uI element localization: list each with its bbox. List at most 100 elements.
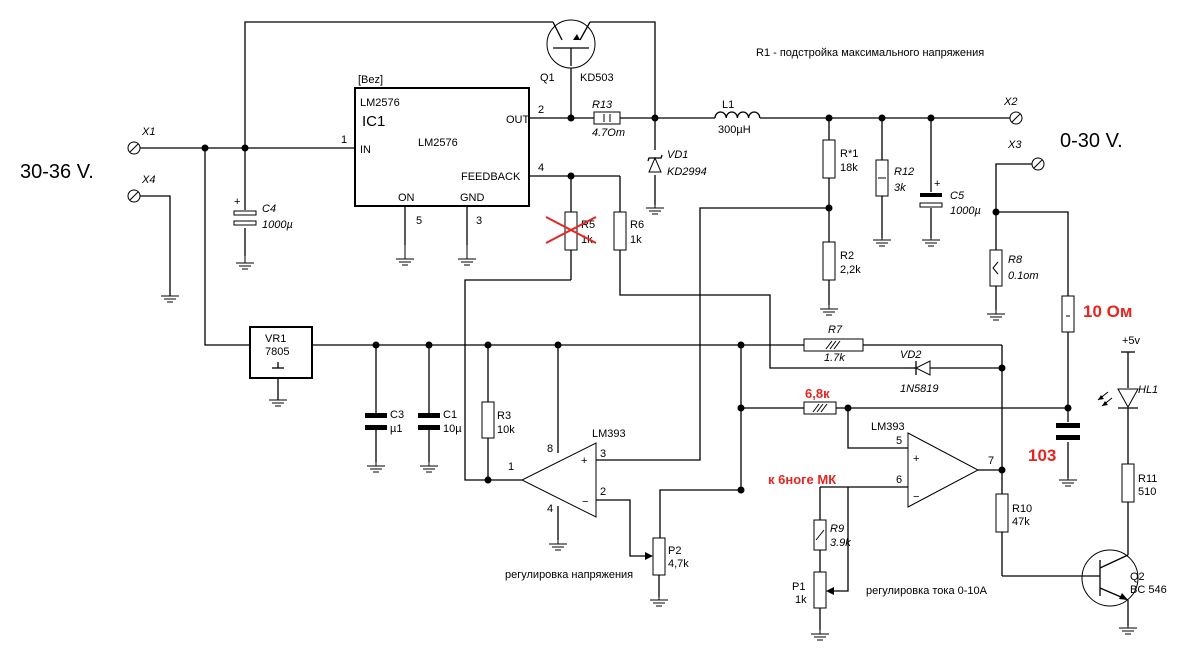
svg-text:R7: R7 bbox=[828, 324, 843, 336]
svg-text:X1: X1 bbox=[141, 126, 155, 138]
svg-text:4,7k: 4,7k bbox=[668, 558, 689, 570]
svg-text:−: − bbox=[582, 496, 588, 508]
svg-text:3: 3 bbox=[600, 448, 606, 460]
svg-text:P1: P1 bbox=[792, 581, 805, 593]
svg-text:1000µ: 1000µ bbox=[262, 219, 293, 231]
svg-text:5: 5 bbox=[896, 435, 902, 447]
svg-text:10µ: 10µ bbox=[443, 423, 462, 435]
svg-text:R6: R6 bbox=[630, 219, 644, 231]
svg-text:+: + bbox=[234, 196, 240, 208]
svg-text:7805: 7805 bbox=[265, 346, 289, 358]
svg-text:R*1: R*1 bbox=[840, 148, 858, 160]
r5-resistor-removed: R5 1k bbox=[545, 211, 597, 251]
svg-text:OUT: OUT bbox=[506, 114, 530, 126]
svg-text:R2: R2 bbox=[840, 250, 854, 262]
r1-note: R1 - подстройка максимального напряжения bbox=[756, 47, 984, 59]
r6-resistor: R6 1k bbox=[613, 211, 644, 251]
input-voltage-label: 30-36 V. bbox=[20, 161, 94, 183]
svg-text:+: + bbox=[581, 455, 587, 467]
svg-text:BC 546: BC 546 bbox=[1130, 584, 1167, 596]
svg-text:7: 7 bbox=[988, 455, 994, 467]
svg-text:L1: L1 bbox=[722, 99, 734, 111]
q2-transistor: Q2 BC 546 bbox=[1080, 549, 1167, 607]
c1-capacitor: C1 10µ bbox=[418, 409, 462, 435]
svg-text:C3: C3 bbox=[390, 409, 404, 421]
r3-resistor: R3 10k bbox=[481, 401, 515, 439]
svg-text:Q2: Q2 bbox=[1130, 571, 1145, 583]
c5-capacitor: + C5 1000µ bbox=[919, 178, 981, 217]
svg-text:10 Ом: 10 Ом bbox=[1083, 302, 1132, 321]
ic1-lm2576: [Bez] LM2576 IC1 LM2576 IN OUT FEEDBACK … bbox=[341, 74, 544, 245]
p2-potentiometer: P2 4,7k bbox=[645, 537, 689, 576]
svg-text:GND: GND bbox=[460, 192, 485, 204]
c3-capacitor: C3 µ1 bbox=[365, 409, 404, 435]
svg-text:18k: 18k bbox=[840, 162, 858, 174]
svg-text:6,8к: 6,8к bbox=[805, 386, 830, 401]
svg-text:X2: X2 bbox=[1003, 96, 1017, 108]
svg-text:C5: C5 bbox=[950, 190, 965, 202]
r-68k-resistor: 6,8к bbox=[803, 386, 837, 415]
svg-text:P2: P2 bbox=[668, 545, 681, 557]
svg-text:1: 1 bbox=[341, 134, 347, 146]
u2-lm393-comparator: LM393 + − 5 6 7 bbox=[871, 421, 994, 508]
svg-text:X4: X4 bbox=[141, 174, 155, 186]
r7-resistor: R7 1.7k bbox=[803, 324, 864, 364]
vr1-7805-regulator: VR1 7805 bbox=[249, 326, 313, 379]
hl1-led: +5v HL1 bbox=[1097, 335, 1158, 409]
svg-text:8: 8 bbox=[547, 443, 553, 455]
svg-text:5: 5 bbox=[416, 215, 422, 227]
svg-text:1k: 1k bbox=[630, 234, 642, 246]
svg-text:103: 103 bbox=[1028, 446, 1056, 465]
svg-text:µ1: µ1 bbox=[390, 423, 402, 435]
r13-resistor: R13 4.7Om bbox=[592, 99, 625, 139]
r8-shunt: R8 0.1om bbox=[989, 249, 1039, 287]
svg-text:510: 510 bbox=[1138, 486, 1156, 498]
svg-text:IN: IN bbox=[360, 144, 371, 156]
svg-text:10k: 10k bbox=[497, 424, 515, 436]
voltage-adjust-label: регулировка напряжения bbox=[505, 569, 633, 581]
svg-text:2,2k: 2,2k bbox=[840, 264, 861, 276]
svg-text:R13: R13 bbox=[592, 99, 613, 111]
svg-text:Q1: Q1 bbox=[540, 72, 555, 84]
svg-text:R8: R8 bbox=[1008, 254, 1023, 266]
q1-transistor: Q1 KD503 bbox=[540, 19, 614, 84]
r-10om-resistor: 10 Ом bbox=[1061, 295, 1132, 333]
svg-text:1k: 1k bbox=[795, 594, 807, 606]
svg-text:1.7k: 1.7k bbox=[824, 352, 845, 364]
svg-text:4.7Om: 4.7Om bbox=[592, 127, 625, 139]
svg-text:1000µ: 1000µ bbox=[950, 205, 981, 217]
svg-text:HL1: HL1 bbox=[1138, 384, 1158, 396]
svg-text:4: 4 bbox=[547, 503, 553, 515]
r2-resistor: R2 2,2k bbox=[822, 241, 861, 281]
terminal-x2: X2 bbox=[1003, 96, 1023, 125]
svg-text:3.9k: 3.9k bbox=[830, 537, 851, 549]
current-adjust-label: регулировка тока 0-10А bbox=[866, 585, 988, 597]
r11-resistor: R11 510 bbox=[1121, 463, 1157, 503]
u1-lm393-comparator: LM393 + − 8 4 1 3 2 bbox=[508, 428, 626, 518]
svg-text:3k: 3k bbox=[894, 182, 906, 194]
vd2-diode: VD2 1N5819 bbox=[900, 349, 939, 395]
svg-text:R9: R9 bbox=[830, 523, 844, 535]
svg-text:VD2: VD2 bbox=[900, 349, 921, 361]
r12-resistor: R12 3k bbox=[875, 159, 914, 197]
svg-text:VD1: VD1 bbox=[667, 149, 688, 161]
svg-text:ON: ON bbox=[398, 192, 415, 204]
terminal-x4: X4 bbox=[127, 174, 155, 203]
l1-inductor: L1 300µH bbox=[714, 99, 761, 136]
svg-text:3: 3 bbox=[476, 215, 482, 227]
svg-text:4: 4 bbox=[538, 162, 544, 174]
svg-text:KD503: KD503 bbox=[580, 72, 614, 84]
terminal-x1: X1 bbox=[127, 126, 155, 155]
svg-text:300µH: 300µH bbox=[718, 124, 751, 136]
terminal-x3: X3 bbox=[1007, 139, 1045, 171]
r1-resistor: R*1 18k bbox=[822, 139, 858, 179]
svg-text:X3: X3 bbox=[1007, 139, 1022, 151]
r9-resistor: R9 3.9k bbox=[813, 519, 851, 551]
svg-text:LM2576: LM2576 bbox=[360, 97, 400, 109]
svg-text:FEEDBACK: FEEDBACK bbox=[461, 171, 521, 183]
svg-text:2: 2 bbox=[600, 486, 606, 498]
svg-text:C4: C4 bbox=[262, 203, 276, 215]
svg-text:R3: R3 bbox=[497, 410, 511, 422]
svg-text:KD2994: KD2994 bbox=[667, 166, 707, 178]
